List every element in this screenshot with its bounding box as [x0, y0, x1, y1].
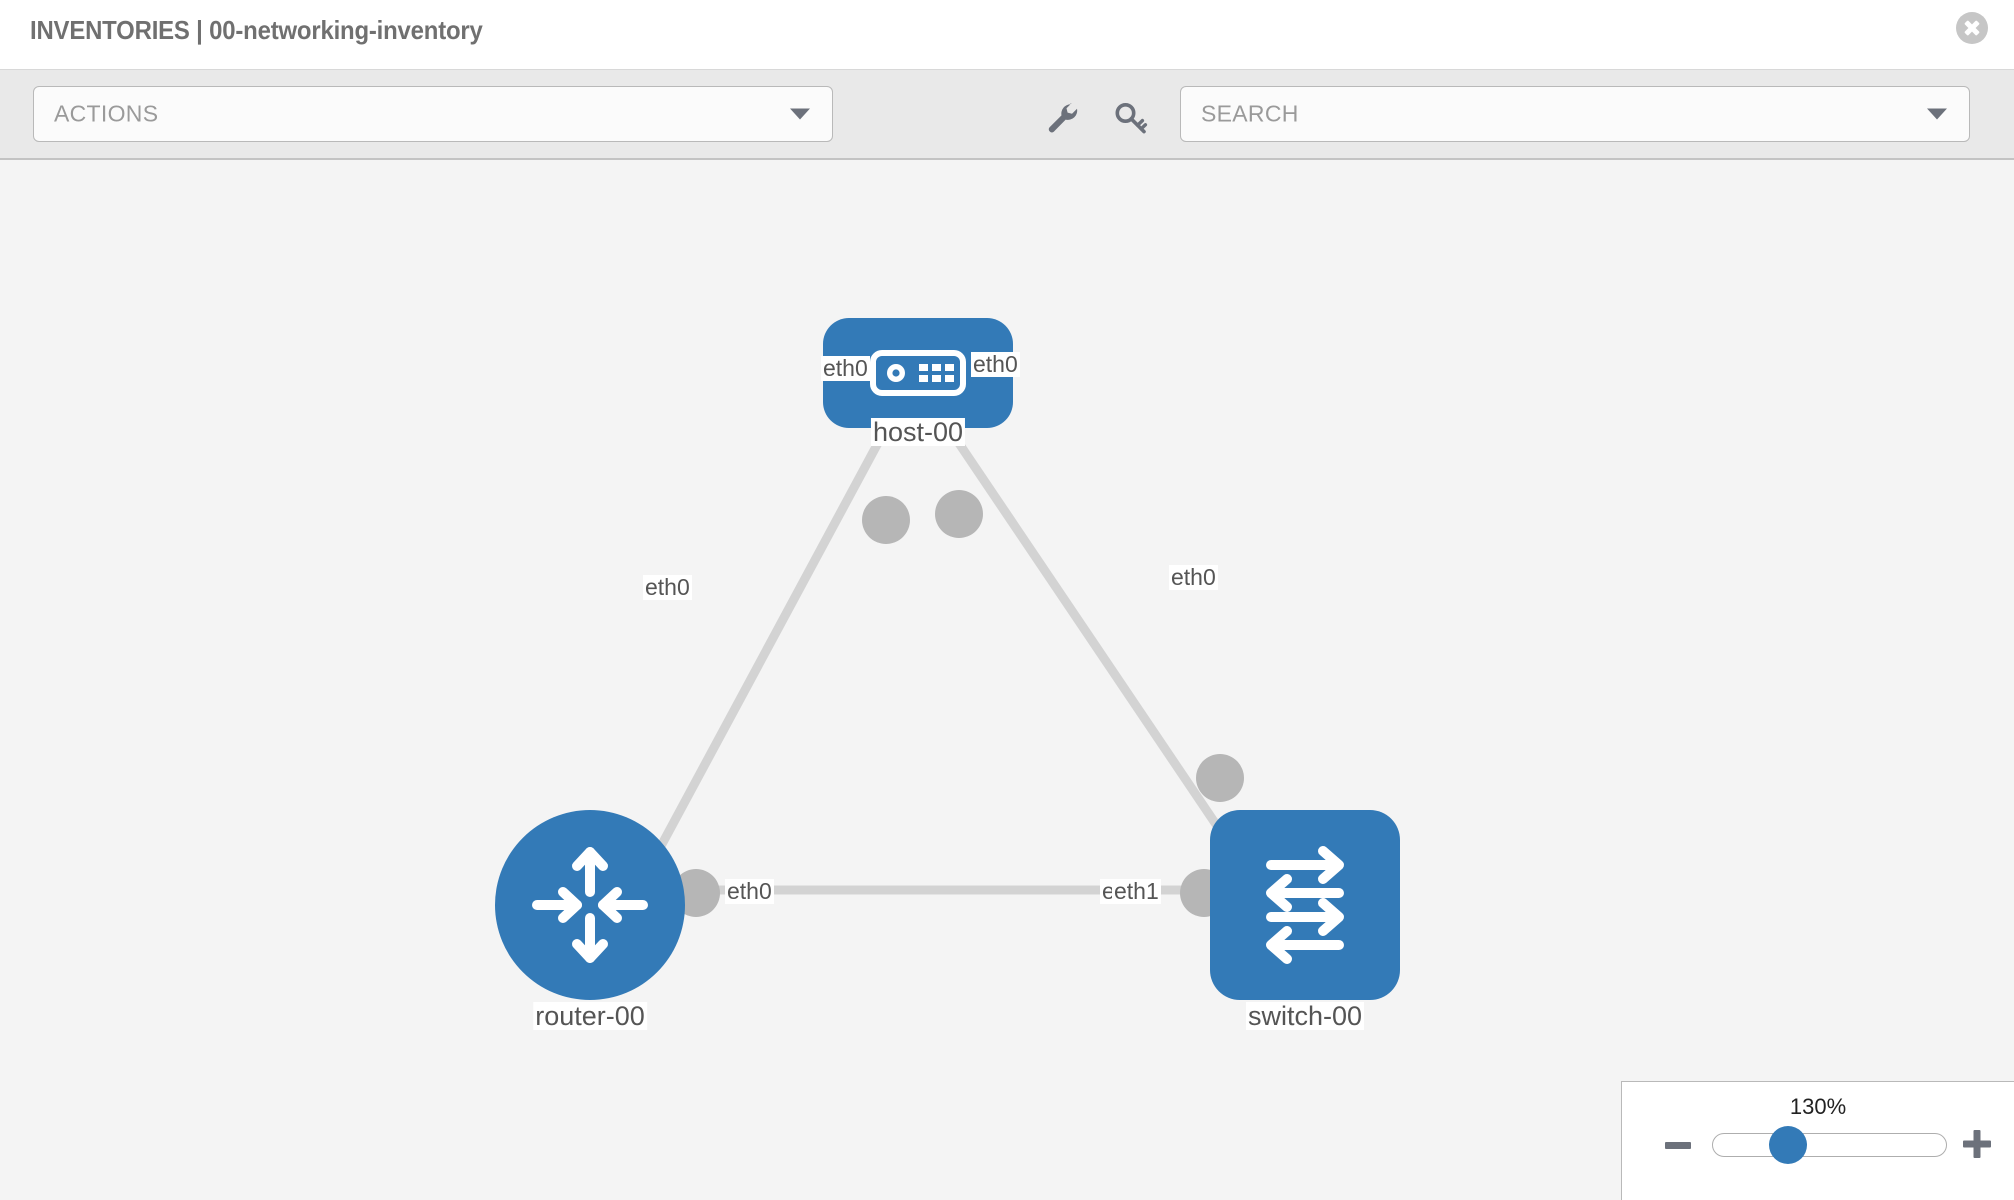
node-switch-00-body[interactable]: [1210, 810, 1400, 1000]
router-arrows-icon: [532, 847, 648, 963]
node-host-00-label: host-00: [870, 417, 966, 447]
node-switch-00-label: switch-00: [1245, 1001, 1365, 1031]
chevron-down-icon[interactable]: [1927, 108, 1947, 120]
node-router-00-body[interactable]: [495, 810, 685, 1000]
zoom-slider-thumb[interactable]: [1769, 1126, 1807, 1164]
actions-dropdown-label: ACTIONS: [54, 100, 159, 127]
node-router-00-label: router-00: [533, 1001, 647, 1031]
actions-dropdown[interactable]: ACTIONS: [33, 86, 833, 142]
topology-canvas[interactable]: host-00: [0, 160, 2014, 1200]
node-switch-00[interactable]: switch-00: [1210, 810, 1400, 1050]
edge-label-router-to-switch: eth0: [725, 878, 774, 905]
edge-label-host-left: eth0: [821, 355, 870, 382]
edge-label-router-to-host: eth0: [643, 574, 692, 601]
search-input[interactable]: SEARCH: [1180, 86, 1970, 142]
close-icon[interactable]: [1956, 12, 1988, 44]
socket-host-left[interactable]: [862, 496, 910, 544]
edge-label-host-right: eth0: [971, 351, 1020, 378]
edge-label-switch-to-router: eth1: [1112, 878, 1161, 905]
switch-arrows-icon: [1266, 846, 1344, 964]
zoom-slider-track[interactable]: [1712, 1133, 1947, 1157]
topology-links: [636, 427, 1244, 895]
zoom-control-panel: 130%: [1621, 1081, 2014, 1200]
node-router-00[interactable]: router-00: [495, 810, 685, 1050]
socket-host-right[interactable]: [935, 490, 983, 538]
toolbar: ACTIONS SEARCH: [0, 70, 2014, 160]
key-icon[interactable]: [1113, 100, 1149, 136]
link-host-switch: [946, 427, 1244, 863]
search-placeholder: SEARCH: [1201, 100, 1299, 127]
server-icon: [870, 350, 966, 396]
chevron-down-icon: [790, 108, 810, 120]
wrench-icon[interactable]: [1045, 100, 1081, 136]
minus-icon[interactable]: [1665, 1142, 1691, 1149]
zoom-level-label: 130%: [1789, 1094, 1847, 1119]
socket-switch-north[interactable]: [1196, 754, 1244, 802]
node-host-00[interactable]: host-00: [823, 318, 1013, 528]
plus-icon[interactable]: [1962, 1129, 1992, 1159]
page-header: INVENTORIES | 00-networking-inventory: [0, 0, 2014, 70]
link-router-host: [636, 427, 889, 888]
page-title: INVENTORIES | 00-networking-inventory: [30, 15, 483, 45]
edge-label-switch-to-host: eth0: [1169, 564, 1218, 591]
